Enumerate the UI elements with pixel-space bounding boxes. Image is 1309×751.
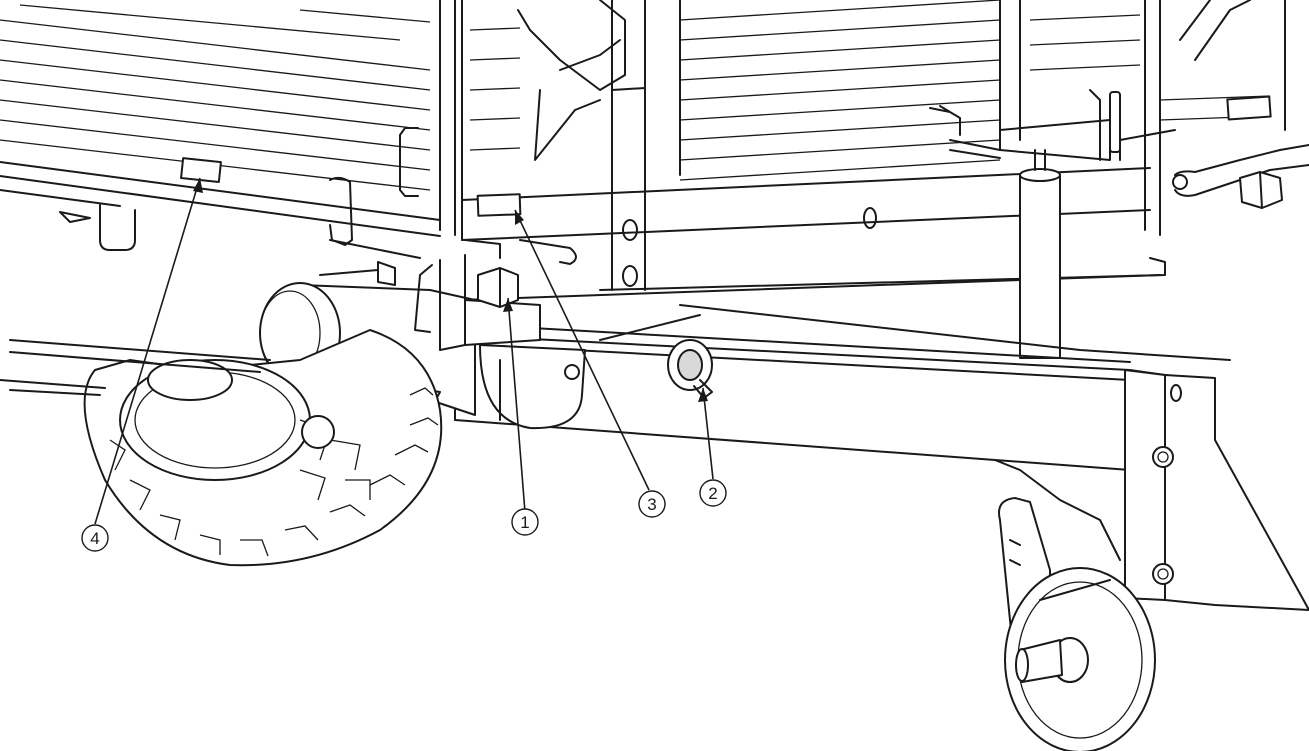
left-frame-beam: [0, 239, 421, 396]
left-tie-loop: [99, 204, 136, 251]
callout-2-label: 2: [708, 484, 717, 503]
beam-hole: [863, 207, 877, 229]
marker-lamp: [477, 267, 519, 308]
front-wall-label-plate: [476, 193, 522, 217]
rear-tyre: [83, 329, 443, 567]
bracket-bolt-bottom: [1152, 563, 1174, 585]
left-brace: [319, 176, 541, 351]
jack-handle: [1109, 91, 1121, 153]
callout-1-label: 1: [520, 513, 529, 532]
callout-3-label: 3: [647, 495, 656, 514]
right-label-plate: [1226, 95, 1272, 121]
callout-1: 1: [511, 508, 539, 536]
jockey-wheel: [994, 459, 1156, 751]
left-wall-ribs: [0, 4, 431, 191]
drawbar-socket: [667, 339, 713, 399]
right-corner-hardware: [1172, 144, 1309, 209]
callout-4-label: 4: [90, 529, 99, 548]
bracket-bolt-top: [1152, 446, 1174, 468]
front-wall-ribs: [469, 0, 1271, 181]
jack-stand: [929, 89, 1176, 359]
callout-3: 3: [638, 490, 666, 518]
left-wall-label-plate: [180, 157, 222, 184]
left-wall-handle: [399, 127, 419, 197]
drawbar: [454, 304, 1309, 611]
left-side-wall: [0, 0, 456, 251]
front-wall: [461, 0, 1286, 301]
callout-4: 4: [81, 524, 109, 552]
callout-leader-lines: [94, 177, 714, 525]
callout-2: 2: [699, 479, 727, 507]
